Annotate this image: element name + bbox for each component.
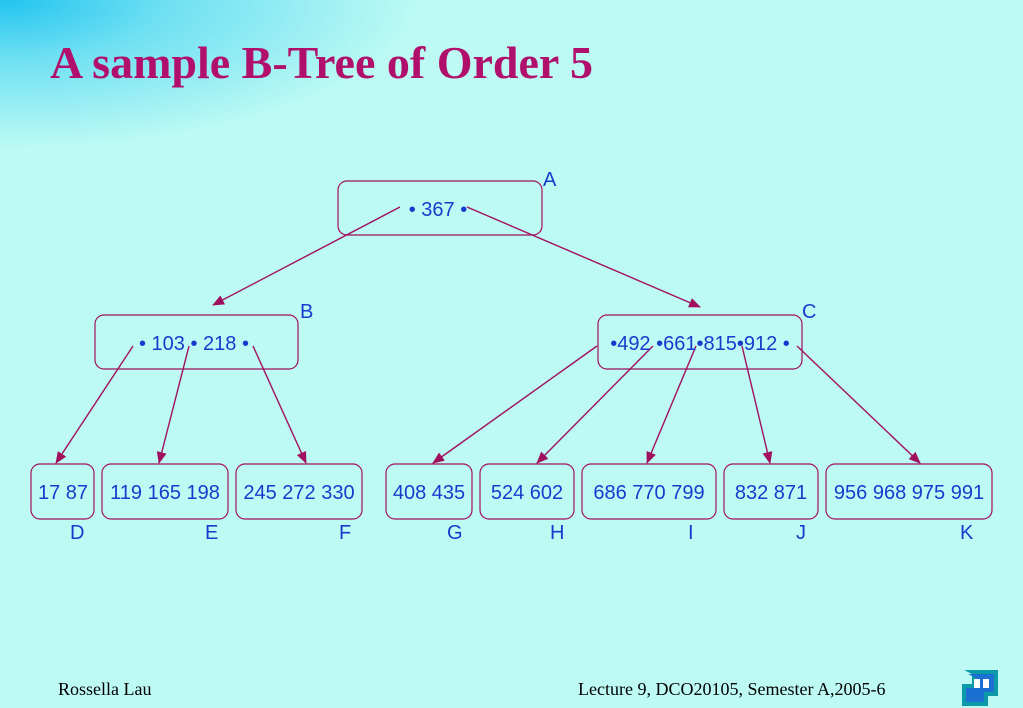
node-c-label: C [802,301,816,323]
node-d-keys: 17 87 [38,482,88,504]
edge-c-k [796,345,921,464]
edge-c-h [536,345,654,464]
node-g-box [385,463,473,520]
node-e-keys: 119 165 198 [110,482,220,504]
node-f-box [235,463,363,520]
node-g-label: G [447,522,463,544]
node-a-label: A [543,169,557,191]
node-k-box [825,463,993,520]
footer-author: Rossella Lau [58,679,152,699]
node-c-keys: •492 •661•815•912 • [610,333,790,355]
node-f-label: F [339,522,351,544]
edge-b-d [55,345,134,464]
node-h-box [479,463,575,520]
node-g-keys: 408 435 [393,482,465,504]
node-b-box [94,314,299,370]
slide-title: A sample B-Tree of Order 5 [50,37,593,88]
edge-c-j [741,345,773,464]
node-c-box [597,314,803,370]
edges [55,206,921,464]
edge-a-c [466,206,701,308]
node-b-keys: • 103 • 218 • [139,333,249,355]
node-a-box [337,180,543,236]
node-k-label: K [960,522,974,544]
node-d-label: D [70,522,84,544]
node-j-label: J [796,522,806,544]
node-i-box [581,463,717,520]
node-e-label: E [205,522,218,544]
node-f-keys: 245 272 330 [243,482,354,504]
node-b-label: B [300,301,313,323]
node-k-keys: 956 968 975 991 [834,482,984,504]
node-j-keys: 832 871 [735,482,807,504]
node-labels: A B C D E F G H I J K [70,169,974,544]
edge-c-i [646,345,697,464]
node-h-keys: 524 602 [491,482,563,504]
node-keys: • 367 • • 103 • 218 • •492 •661•815•912 … [38,199,984,504]
edge-a-b [212,206,401,306]
node-d-box [30,463,95,520]
node-h-label: H [550,522,564,544]
university-logo-icon [962,670,998,706]
edge-b-f [252,345,307,464]
node-e-box [101,463,229,520]
node-i-label: I [688,522,694,544]
edge-b-e [156,345,190,464]
node-boxes [30,180,993,520]
footer-course-info: Lecture 9, DCO20105, Semester A,2005-6 [578,679,886,699]
node-i-keys: 686 770 799 [593,482,704,504]
node-a-keys: • 367 • [409,199,468,221]
node-j-box [723,463,819,520]
edge-c-g [432,345,598,464]
